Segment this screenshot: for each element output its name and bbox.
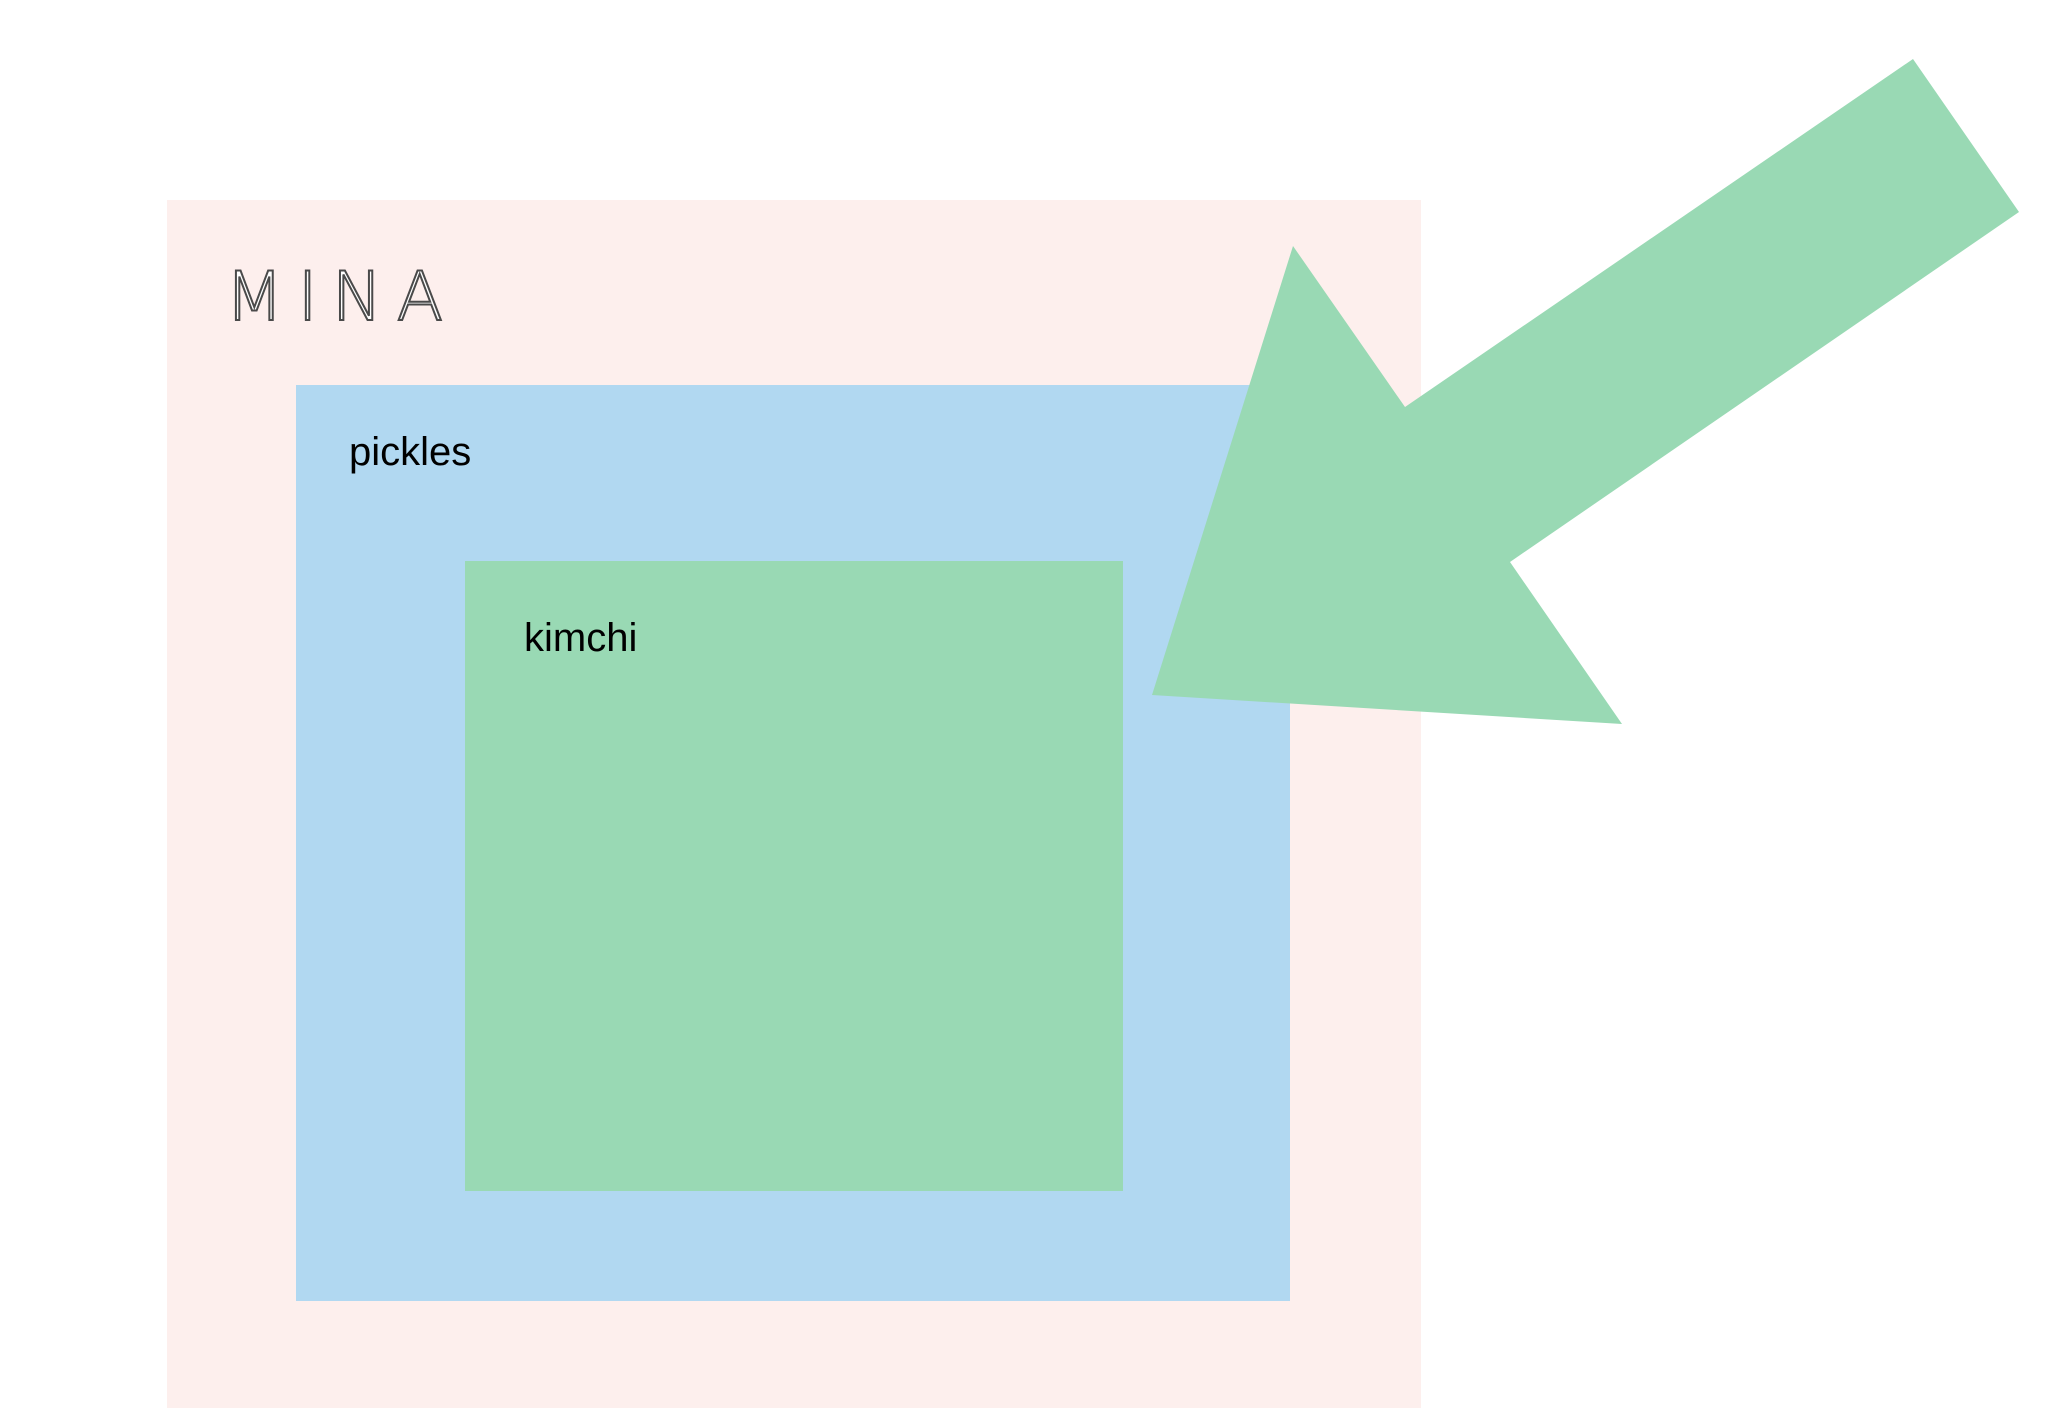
mina-logo: MINA (224, 258, 458, 337)
arrow-icon (1152, 59, 2019, 724)
pickles-label: pickles (349, 430, 472, 474)
kimchi-container (465, 561, 1123, 1191)
kimchi-label: kimchi (524, 616, 638, 660)
